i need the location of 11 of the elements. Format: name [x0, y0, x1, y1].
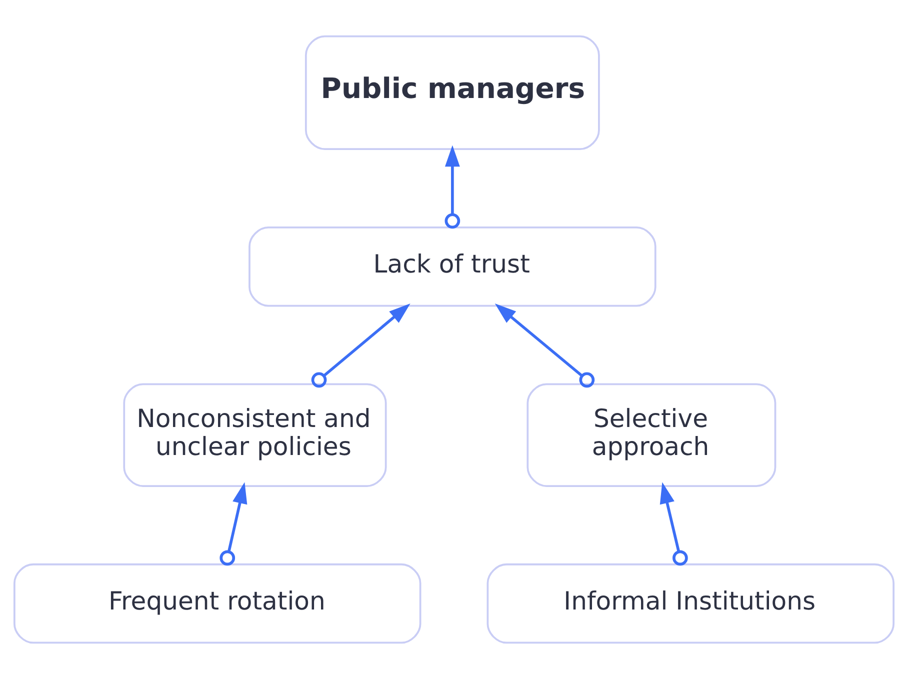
node-box: Informal Institutions — [486, 563, 895, 644]
node-box: Nonconsistent and unclear policies — [123, 383, 387, 487]
node-box: Lack of trust — [248, 226, 656, 307]
arrow — [311, 303, 410, 388]
arrow — [220, 482, 248, 566]
node-box: Frequent rotation — [14, 563, 422, 644]
node-box: Public managers — [304, 35, 600, 150]
arrow — [660, 482, 688, 566]
arrow — [494, 303, 595, 388]
arrow — [444, 145, 460, 229]
node-box: Selective approach — [526, 383, 776, 487]
